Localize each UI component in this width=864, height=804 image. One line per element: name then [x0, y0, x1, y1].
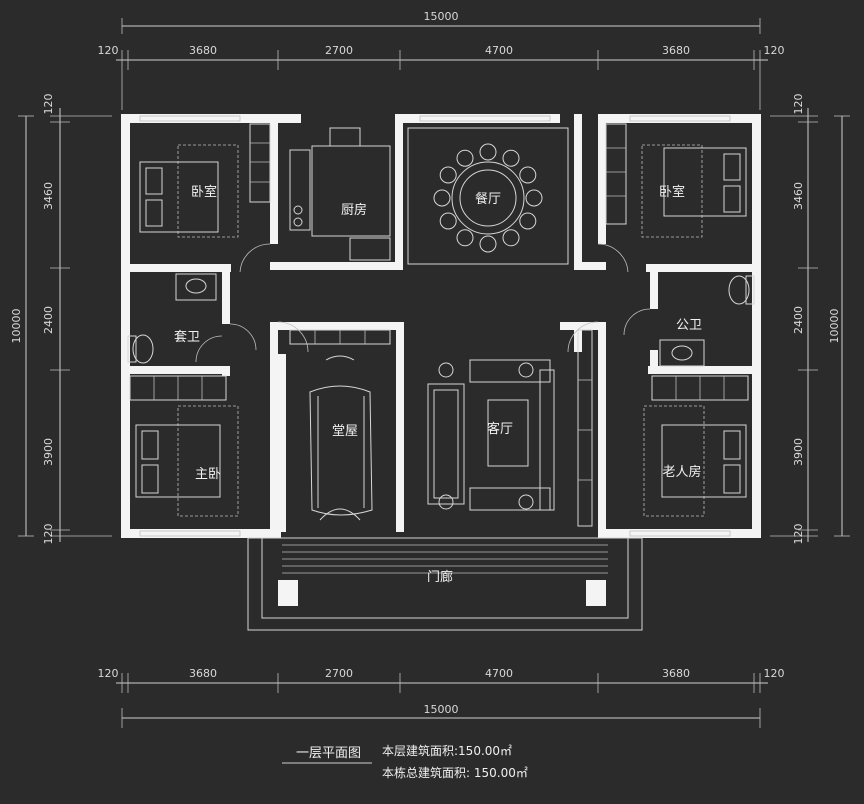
plan-title: 一层平面图 — [296, 746, 362, 761]
room-labels: 卧室 厨房 餐厅 卧室 套卫 公卫 堂屋 客厅 主卧 老人房 门廊 — [174, 184, 702, 585]
dining-chair — [519, 212, 537, 230]
dining-chair — [502, 149, 520, 167]
bottom-dim-3: 2700 — [325, 667, 353, 680]
right-dim-4: 3900 — [792, 438, 805, 466]
left-dim-1: 120 — [42, 94, 55, 115]
left-dim-2: 3460 — [42, 182, 55, 210]
dining-chair — [439, 166, 457, 184]
left-dim-4: 3900 — [42, 438, 55, 466]
label-dining: 餐厅 — [475, 191, 501, 207]
top-dim-6: 120 — [764, 44, 785, 57]
left-dim-3: 2400 — [42, 306, 55, 334]
right-dimension-chain: 120 3460 2400 3900 120 10000 — [770, 94, 850, 545]
right-total-dim: 10000 — [828, 309, 841, 344]
dining-chair — [456, 229, 474, 247]
top-dim-5: 3680 — [662, 44, 690, 57]
top-dim-3: 2700 — [325, 44, 353, 57]
label-bedroom-ne: 卧室 — [659, 184, 685, 200]
right-dim-2: 3460 — [792, 182, 805, 210]
bottom-total-dim: 15000 — [424, 703, 459, 716]
hall-furniture — [309, 355, 373, 521]
label-porch: 门廊 — [427, 569, 453, 585]
wardrobes — [129, 123, 749, 527]
left-dim-5: 120 — [42, 524, 55, 545]
top-total-dim: 15000 — [424, 10, 459, 23]
dining-chair — [433, 189, 451, 207]
porch — [247, 537, 643, 631]
bottom-dim-4: 4700 — [485, 667, 513, 680]
bottom-dim-6: 120 — [764, 667, 785, 680]
label-master-bedroom: 主卧 — [195, 467, 221, 482]
bottom-dimension-chain: 120 3680 2700 4700 3680 120 15000 — [98, 667, 785, 728]
dining-chair — [439, 212, 457, 230]
right-dim-3: 2400 — [792, 306, 805, 334]
label-kitchen: 厨房 — [341, 202, 367, 218]
kitchen-fixtures — [289, 127, 391, 261]
top-dim-4: 4700 — [485, 44, 513, 57]
right-dim-1: 120 — [792, 94, 805, 115]
label-ensuite-bath: 套卫 — [174, 329, 200, 345]
label-hall: 堂屋 — [332, 424, 358, 439]
top-dimension-chain: 15000 120 3680 2700 4700 3680 120 — [98, 10, 785, 110]
top-dim-1: 120 — [98, 44, 119, 57]
dining-chair — [456, 149, 474, 167]
bottom-dim-2: 3680 — [189, 667, 217, 680]
beds — [135, 144, 747, 517]
label-living: 客厅 — [487, 421, 513, 437]
dining-chair — [525, 189, 543, 207]
floor-area: 本层建筑面积:150.00㎡ — [382, 744, 513, 758]
dining-chair — [502, 229, 520, 247]
bottom-dim-5: 3680 — [662, 667, 690, 680]
bath-fixtures — [127, 273, 755, 367]
dining-chair — [519, 166, 537, 184]
top-dim-2: 3680 — [189, 44, 217, 57]
dining-chair — [479, 143, 497, 161]
label-bedroom-nw: 卧室 — [191, 184, 217, 200]
bottom-dim-1: 120 — [98, 667, 119, 680]
label-public-bath: 公卫 — [676, 318, 702, 333]
door-swings — [195, 243, 651, 363]
exterior-walls — [121, 114, 761, 538]
left-total-dim: 10000 — [10, 309, 23, 344]
left-dimension-chain: 120 3460 2400 3900 120 10000 — [10, 94, 112, 545]
right-dim-5: 120 — [792, 524, 805, 545]
living-furniture — [427, 359, 555, 511]
total-area: 本栋总建筑面积: 150.00㎡ — [382, 766, 528, 780]
label-elder-room: 老人房 — [662, 464, 701, 480]
dining-chair — [479, 235, 497, 253]
dining-table — [407, 127, 569, 265]
